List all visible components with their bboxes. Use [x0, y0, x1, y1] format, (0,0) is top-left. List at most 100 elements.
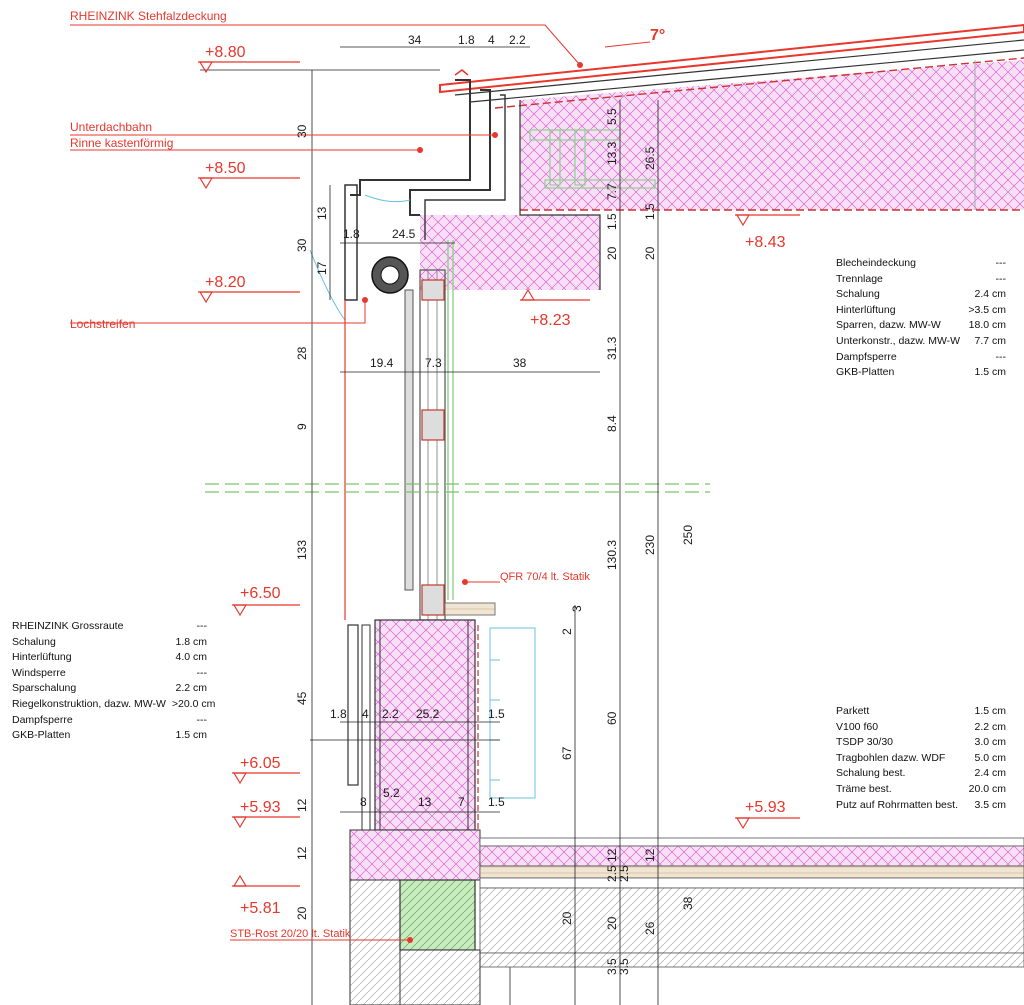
spec-layer-value: 2.2 cm	[175, 682, 207, 695]
spec-layer-value: 3.0 cm	[974, 736, 1006, 749]
marker-dot	[417, 147, 423, 153]
dim-text: 133	[295, 540, 309, 560]
dim-text: 1.8	[343, 227, 360, 241]
dim-text: 20	[295, 906, 309, 920]
spec-row: Schalung best. 2.4 cm	[836, 766, 1006, 782]
dim-text: 2.2	[382, 707, 399, 721]
marker-dot	[362, 297, 368, 303]
dim-text: 5.2	[383, 786, 400, 800]
dim-text: 17	[315, 261, 329, 275]
dim-text: 12	[295, 798, 309, 812]
dim-text: 19.4	[370, 356, 394, 370]
dim-text: 38	[681, 896, 695, 910]
window-sill-board	[444, 602, 496, 616]
spec-layer-name: Schalung	[836, 288, 880, 301]
spec-row: Träme best. 20.0 cm	[836, 782, 1006, 798]
spec-row: RHEINZINK Grossraute ---	[12, 619, 207, 635]
spec-row: Putz auf Rohrmatten best.3.5 cm	[836, 798, 1006, 814]
roof-insulation	[520, 60, 1024, 210]
label-rinne: Rinne kastenförmig	[70, 136, 173, 150]
dim-text: 1.8	[458, 33, 475, 47]
spec-layer-value: >20.0 cm	[171, 697, 216, 710]
spec-layer-value: ---	[196, 620, 208, 632]
spec-layer-name: Schalung best.	[836, 767, 906, 780]
label-slope: 7°	[650, 27, 665, 44]
roof-shuttering-inner	[469, 49, 1024, 103]
spec-layer-value: 1.8 cm	[175, 635, 207, 648]
roof-shuttering	[454, 39, 1024, 96]
dim-text: 2.5	[617, 865, 631, 882]
box-gutter	[350, 69, 506, 240]
spec-layer-value: 4.0 cm	[175, 651, 207, 664]
dim-text: 20	[605, 246, 619, 260]
level-label: +5.81	[240, 900, 281, 917]
dim-text: 1.5	[643, 203, 657, 220]
spec-row: Windsperre---	[12, 666, 207, 682]
label-stehfalz: RHEINZINK Stehfalzdeckung	[70, 9, 227, 23]
marker-dot	[577, 62, 583, 68]
annotation-labels: RHEINZINK Stehfalzdeckung Unterdachbahn …	[70, 9, 665, 940]
spec-row: Riegelkonstruktion, dazw. MW-W>20.0 cm	[12, 697, 215, 713]
dim-text: 30	[295, 124, 309, 138]
spec-layer-name: RHEINZINK Grossraute	[12, 620, 124, 632]
dim-text: 130.3	[605, 540, 619, 570]
marker-dot	[462, 579, 468, 585]
annotation-leaders	[70, 24, 651, 941]
spec-layer-value: 1.5 cm	[175, 729, 207, 742]
spec-layer-name: TSDP 30/30	[836, 736, 894, 749]
spec-layer-value: ---	[196, 666, 208, 679]
dim-text: 1.5	[488, 795, 505, 809]
label-stb-rost: STB-Rost 20/20 lt. Statik	[230, 928, 351, 940]
dim-text: 13	[418, 795, 432, 809]
rafter-post-2	[574, 129, 586, 186]
dim-text: 20	[643, 246, 657, 260]
spec-layer-value: ---	[995, 272, 1007, 285]
dim-text: 26	[643, 921, 657, 935]
spec-layer-name: Träme best.	[836, 782, 892, 795]
dim-text: 2.5	[605, 865, 619, 882]
spec-layer-name: Hinterlüftung	[836, 303, 896, 316]
spec-layer-name: GKB-Platten	[836, 366, 895, 379]
dim-text: 30	[295, 238, 309, 252]
level-label: +8.50	[205, 160, 246, 177]
spec-layer-value: 5.0 cm	[974, 751, 1006, 764]
dim-text: 7.3	[425, 356, 442, 370]
level-label: +8.23	[530, 312, 571, 329]
spec-layer-value: 3.5 cm	[974, 798, 1006, 811]
dim-text: 13	[315, 206, 329, 220]
spec-layer-value: ---	[995, 257, 1007, 269]
dim-text: 28	[295, 346, 309, 360]
level-label: +5.93	[745, 799, 786, 816]
dim-text: 5.5	[605, 108, 619, 125]
label-qfr: QFR 70/4 lt. Statik	[500, 571, 590, 583]
label-unterdachbahn: Unterdachbahn	[70, 120, 152, 134]
dim-text: 60	[605, 711, 619, 725]
spec-row: Hinterlüftung >3.5 cm	[836, 303, 1006, 319]
level-label: +8.43	[745, 234, 786, 251]
dim-text: 12	[295, 846, 309, 860]
roof-metal-sheet	[439, 23, 1024, 94]
wall-construction	[347, 619, 536, 831]
spec-layer-name: Blecheindeckung	[836, 257, 916, 269]
spec-layer-value: 2.4 cm	[974, 767, 1006, 780]
dim-text: 2.2	[509, 33, 526, 47]
level-label: +6.50	[240, 585, 281, 602]
dim-text: 8.4	[605, 415, 619, 432]
level-label: +8.20	[205, 274, 246, 291]
dim-text: 3	[570, 605, 584, 612]
spec-layer-value: 20.0 cm	[968, 782, 1006, 795]
spec-layer-value: >3.5 cm	[968, 303, 1006, 316]
spec-layer-value: 7.7 cm	[974, 334, 1006, 347]
dim-text: 1.5	[488, 707, 505, 721]
marker-dot	[407, 937, 413, 943]
roof-edge-outline	[519, 100, 601, 290]
spec-layer-value: 2.2 cm	[974, 720, 1006, 733]
dim-text: 24.5	[392, 227, 416, 241]
roof-insulation-lower	[420, 215, 600, 290]
